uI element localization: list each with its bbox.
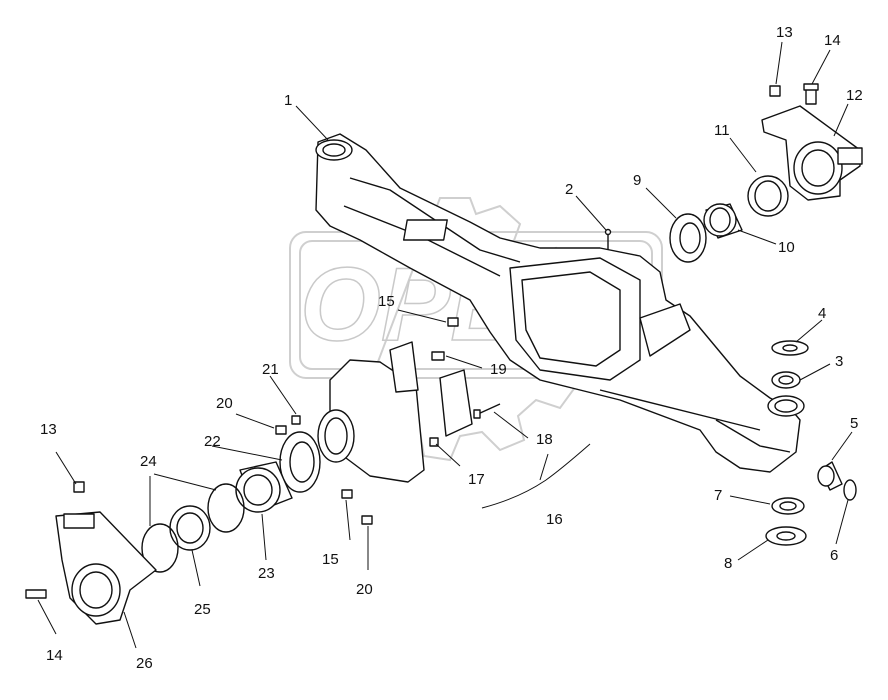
washer-4 (771, 340, 809, 356)
bolt-21 (291, 415, 301, 425)
callout-20-lower: 20 (356, 581, 373, 598)
seal-ring-22 (279, 431, 321, 493)
callout-7: 7 (714, 487, 723, 504)
plug-15-lower (341, 489, 353, 499)
callout-13-left: 13 (40, 421, 57, 438)
ring-6 (843, 479, 857, 501)
callout-4: 4 (818, 305, 827, 322)
bushing-5 (817, 461, 843, 491)
bolt-18 (473, 403, 501, 419)
callout-20-left: 20 (216, 395, 233, 412)
callout-8: 8 (724, 555, 733, 572)
callout-14-left: 14 (46, 647, 63, 664)
nut-13-right (769, 85, 781, 97)
plug-15-upper (447, 317, 459, 327)
callout-18: 18 (536, 431, 553, 448)
seal-ring-9 (669, 213, 707, 263)
nut-13-left (73, 481, 85, 493)
callout-21: 21 (262, 361, 279, 378)
o-ring-24-left (141, 523, 179, 573)
callout-25: 25 (194, 601, 211, 618)
callout-22: 22 (204, 433, 221, 450)
axle-housing (315, 133, 805, 473)
differential-carrier (317, 341, 473, 483)
callout-14-right: 14 (824, 32, 841, 49)
callout-5: 5 (850, 415, 859, 432)
callout-9: 9 (633, 172, 642, 189)
bushing-25 (169, 505, 211, 551)
breather-plug (604, 228, 612, 250)
trunnion-bracket-26 (55, 511, 157, 625)
ring-7 (771, 497, 805, 515)
bolt-14-right (803, 83, 819, 105)
callout-11: 11 (714, 122, 730, 139)
washer-8 (765, 526, 807, 546)
trunnion-bracket-12 (761, 105, 863, 201)
callout-16: 16 (546, 511, 563, 528)
callout-3: 3 (835, 353, 844, 370)
bushing-11 (747, 175, 789, 217)
callout-15-lower: 15 (322, 551, 339, 568)
callout-23: 23 (258, 565, 275, 582)
callout-19: 19 (490, 361, 507, 378)
bushing-10 (703, 203, 743, 239)
pin-19 (431, 351, 445, 361)
callout-13-right: 13 (776, 24, 793, 41)
o-ring-24-right (207, 483, 245, 533)
ring-3 (771, 371, 801, 389)
screw-20-lower (361, 515, 373, 525)
callout-1: 1 (284, 92, 293, 109)
callout-24: 24 (140, 453, 157, 470)
callout-6: 6 (830, 547, 839, 564)
callout-12: 12 (846, 87, 863, 104)
callout-15-upper: 15 (378, 293, 395, 310)
screw-20-left (275, 425, 287, 435)
pin-17 (429, 437, 439, 447)
callout-17: 17 (468, 471, 485, 488)
bushing-23 (235, 461, 293, 513)
callout-10: 10 (778, 239, 795, 256)
callout-26: 26 (136, 655, 153, 672)
bolt-14-left (25, 589, 47, 599)
callout-2: 2 (565, 181, 574, 198)
